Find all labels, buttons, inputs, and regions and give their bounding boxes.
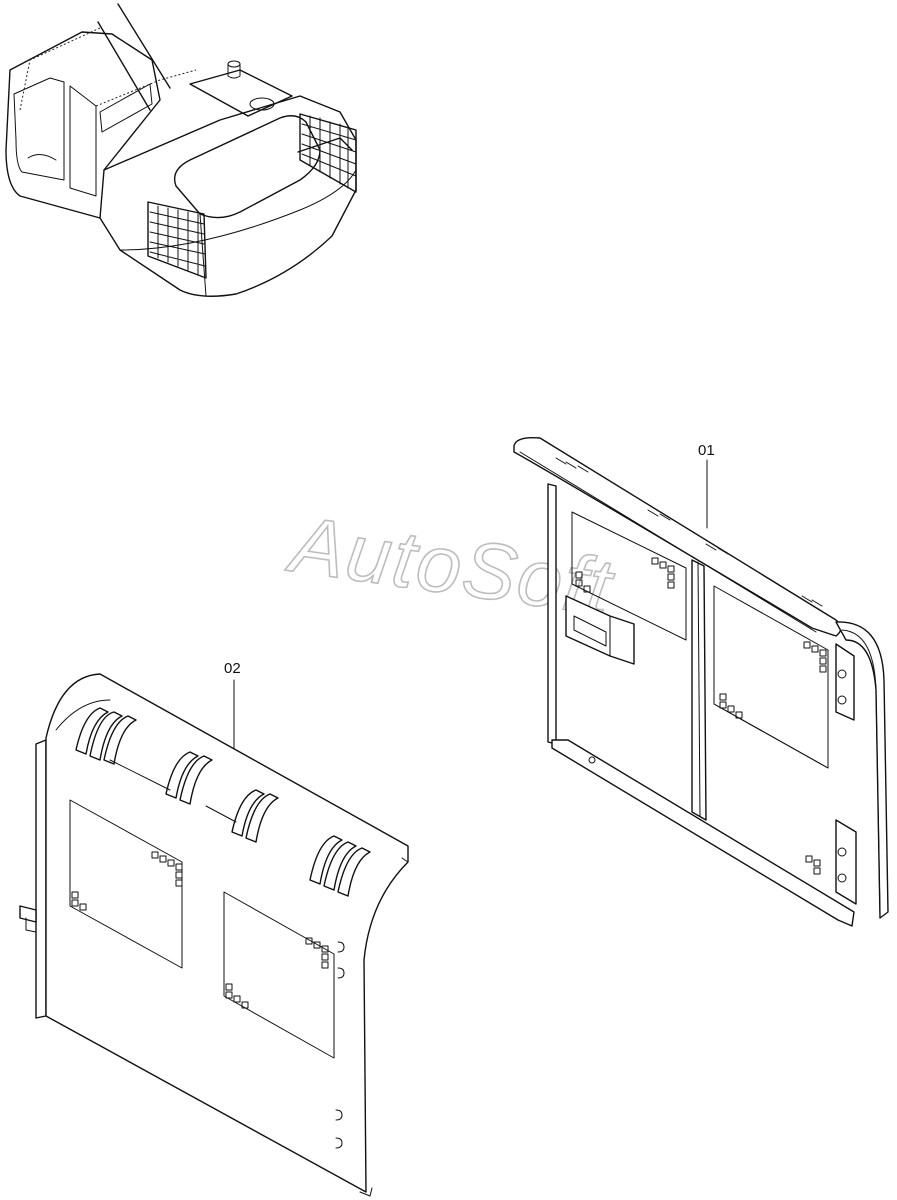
part-01-frame: [513, 436, 889, 927]
callout-02-label: 02: [224, 660, 241, 677]
excavator-overview: [5, 3, 357, 297]
vents-upper-left: [75, 707, 213, 805]
part-02-cover: [19, 673, 409, 1197]
vents-upper-right: [231, 789, 371, 897]
callout-01: 01: [698, 442, 715, 529]
grille-left: [147, 201, 207, 279]
callout-02: 02: [224, 660, 241, 749]
grille-right: [297, 113, 357, 193]
callout-01-label: 01: [698, 442, 715, 459]
